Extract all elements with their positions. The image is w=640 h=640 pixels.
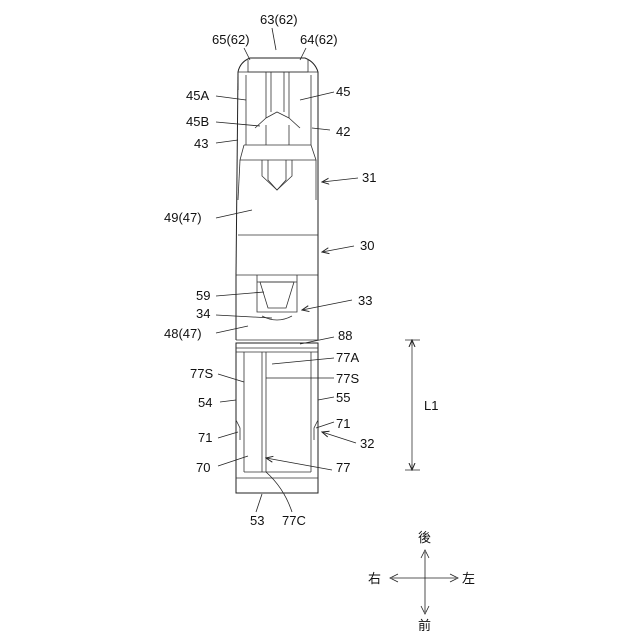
label-33: 33 xyxy=(358,293,372,308)
compass-front-label: 前 xyxy=(418,618,431,633)
label-64: 64(62) xyxy=(300,32,338,47)
label-42: 42 xyxy=(336,124,350,139)
lower-body xyxy=(236,343,318,493)
compass-left-label: 左 xyxy=(462,571,475,586)
label-70: 70 xyxy=(196,460,210,475)
middle-block xyxy=(236,275,318,340)
leader-lines xyxy=(216,28,334,512)
label-45: 45 xyxy=(336,84,350,99)
compass-right-label: 右 xyxy=(368,571,381,586)
label-43: 43 xyxy=(194,136,208,151)
dimension-l1 xyxy=(405,340,420,470)
label-77: 77 xyxy=(336,460,350,475)
label-34: 34 xyxy=(196,306,210,321)
label-77a: 77A xyxy=(336,350,359,365)
label-54: 54 xyxy=(198,395,212,410)
label-77s-left: 77S xyxy=(190,366,213,381)
label-63: 63(62) xyxy=(260,12,298,27)
label-77s-right: 77S xyxy=(336,371,359,386)
label-31: 31 xyxy=(362,170,376,185)
label-59: 59 xyxy=(196,288,210,303)
label-53: 53 xyxy=(250,513,264,528)
label-32: 32 xyxy=(360,436,374,451)
label-48: 48(47) xyxy=(164,326,202,341)
label-45a: 45A xyxy=(186,88,209,103)
label-l1: L1 xyxy=(424,398,438,413)
label-45b: 45B xyxy=(186,114,209,129)
label-49: 49(47) xyxy=(164,210,202,225)
label-65: 65(62) xyxy=(212,32,250,47)
label-77c: 77C xyxy=(282,513,306,528)
label-71-left: 71 xyxy=(198,430,212,445)
label-71-right: 71 xyxy=(336,416,350,431)
compass-back-label: 後 xyxy=(418,530,431,545)
label-55: 55 xyxy=(336,390,350,405)
label-88: 88 xyxy=(338,328,352,343)
upper-body xyxy=(236,58,318,275)
direction-compass xyxy=(390,550,458,614)
label-30: 30 xyxy=(360,238,374,253)
